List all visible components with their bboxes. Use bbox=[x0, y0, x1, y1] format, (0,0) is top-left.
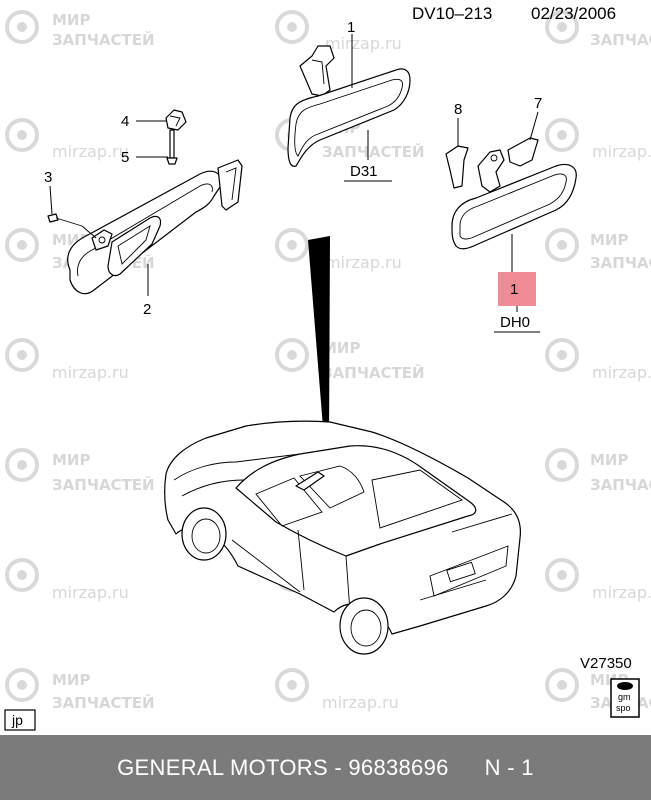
svg-text:mirzap.ru: mirzap.ru bbox=[592, 363, 651, 382]
region-badge: jp bbox=[4, 709, 36, 731]
footer-part-number: GENERAL MOTORS - 96838696 bbox=[117, 754, 449, 780]
vehicle-illustration bbox=[164, 420, 521, 655]
watermark-logo: mirzap.ru bbox=[5, 558, 129, 602]
svg-text:МИР: МИР bbox=[322, 339, 360, 357]
svg-text:mirzap.ru: mirzap.ru bbox=[322, 693, 399, 712]
svg-text:jp: jp bbox=[11, 712, 23, 728]
hook-screw-part-5 bbox=[166, 129, 178, 165]
watermark-logo: МИР ЗАПЧАСТЕЙ bbox=[5, 668, 155, 712]
leader-line bbox=[81, 225, 97, 239]
watermark-logo: МИР ЗАПЧАСТЕЙ bbox=[545, 228, 651, 272]
svg-text:gm: gm bbox=[618, 692, 631, 702]
callout-1-d31: 1 bbox=[347, 19, 355, 36]
drawing-code: DV10–213 bbox=[412, 4, 492, 23]
drawing-date: 02/23/2006 bbox=[531, 4, 616, 23]
svg-text:ЗАПЧАСТЕЙ: ЗАПЧАСТЕЙ bbox=[590, 253, 651, 272]
label-d31: D31 bbox=[350, 163, 378, 180]
parts-diagram: МИР ЗАПЧАСТЕЙ mirzap.ru ЗАПЧАСТЕЙ mirzap… bbox=[4, 4, 651, 731]
svg-text:mirzap.ru: mirzap.ru bbox=[52, 142, 129, 161]
visor-hook-part-4 bbox=[165, 109, 187, 131]
sun-visor bbox=[67, 159, 243, 295]
screw-part-3 bbox=[47, 213, 83, 227]
location-pointer bbox=[308, 236, 330, 440]
svg-text:МИР: МИР bbox=[590, 231, 628, 249]
svg-text:ЗАПЧАСТЕЙ: ЗАПЧАСТЕЙ bbox=[590, 30, 651, 49]
rearview-mirror-dh0 bbox=[445, 137, 577, 250]
watermark-logo: mirzap.ru bbox=[545, 118, 651, 161]
svg-text:МИР: МИР bbox=[52, 451, 90, 469]
svg-text:spo: spo bbox=[616, 703, 631, 713]
illustration-code: V27350 bbox=[580, 655, 632, 672]
svg-text:ЗАПЧАСТЕЙ: ЗАПЧАСТЕЙ bbox=[52, 475, 155, 494]
svg-text:ЗАПЧАСТЕЙ: ЗАПЧАСТЕЙ bbox=[590, 475, 651, 494]
svg-text:mirzap.ru: mirzap.ru bbox=[592, 142, 651, 161]
watermark-logo: МИР ЗАПЧАСТЕЙ bbox=[275, 338, 425, 382]
footer-bar: GENERAL MOTORS - 96838696 N - 1 bbox=[0, 735, 651, 800]
leader-line bbox=[49, 185, 53, 215]
callout-8: 8 bbox=[454, 101, 462, 118]
svg-text:МИР: МИР bbox=[52, 11, 90, 29]
callout-5: 5 bbox=[121, 149, 129, 166]
leader-line bbox=[529, 111, 539, 141]
watermark-logo: mirzap.ru bbox=[275, 10, 402, 53]
callout-2: 2 bbox=[143, 301, 151, 318]
watermark-logo: mirzap.ru bbox=[5, 338, 129, 382]
svg-text:ЗАПЧАСТЕЙ: ЗАПЧАСТЕЙ bbox=[322, 363, 425, 382]
callout-3: 3 bbox=[44, 169, 52, 186]
watermark-logo: МИР ЗАПЧАСТЕЙ bbox=[5, 10, 155, 49]
watermark-logo: mirzap.ru bbox=[545, 558, 651, 602]
svg-text:ЗАПЧАСТЕЙ: ЗАПЧАСТЕЙ bbox=[322, 142, 425, 161]
highlight-box bbox=[498, 272, 536, 306]
svg-text:mirzap.ru: mirzap.ru bbox=[325, 34, 402, 53]
rearview-mirror-d31 bbox=[287, 45, 411, 167]
watermark-logo: mirzap.ru bbox=[275, 668, 399, 712]
callout-4: 4 bbox=[121, 113, 129, 130]
svg-text:mirzap.ru: mirzap.ru bbox=[52, 363, 129, 382]
svg-text:mirzap.ru: mirzap.ru bbox=[592, 583, 651, 602]
callout-1-dh0: 1 bbox=[510, 281, 518, 298]
svg-text:МИР: МИР bbox=[590, 451, 628, 469]
svg-text:ЗАПЧАСТЕЙ: ЗАПЧАСТЕЙ bbox=[52, 693, 155, 712]
label-dh0: DH0 bbox=[500, 314, 530, 331]
watermark-logo: МИР ЗАПЧАСТЕЙ bbox=[545, 448, 651, 494]
footer-page: N - 1 bbox=[484, 754, 534, 780]
svg-text:ЗАПЧАСТЕЙ: ЗАПЧАСТЕЙ bbox=[52, 30, 155, 49]
watermark-logo: mirzap.ru bbox=[275, 228, 402, 272]
svg-text:mirzap.ru: mirzap.ru bbox=[52, 583, 129, 602]
watermark-logo: МИР ЗАПЧАСТЕЙ bbox=[5, 448, 155, 494]
gmspo-logo: gm spo bbox=[610, 678, 640, 718]
svg-text:МИР: МИР bbox=[52, 671, 90, 689]
watermark-logo: mirzap.ru bbox=[5, 118, 129, 161]
svg-text:mirzap.ru: mirzap.ru bbox=[325, 253, 402, 272]
watermark-logo: mirzap.ru bbox=[545, 338, 651, 382]
callout-7: 7 bbox=[534, 95, 542, 112]
watermark-logo: ЗАПЧАСТЕЙ bbox=[545, 10, 651, 49]
